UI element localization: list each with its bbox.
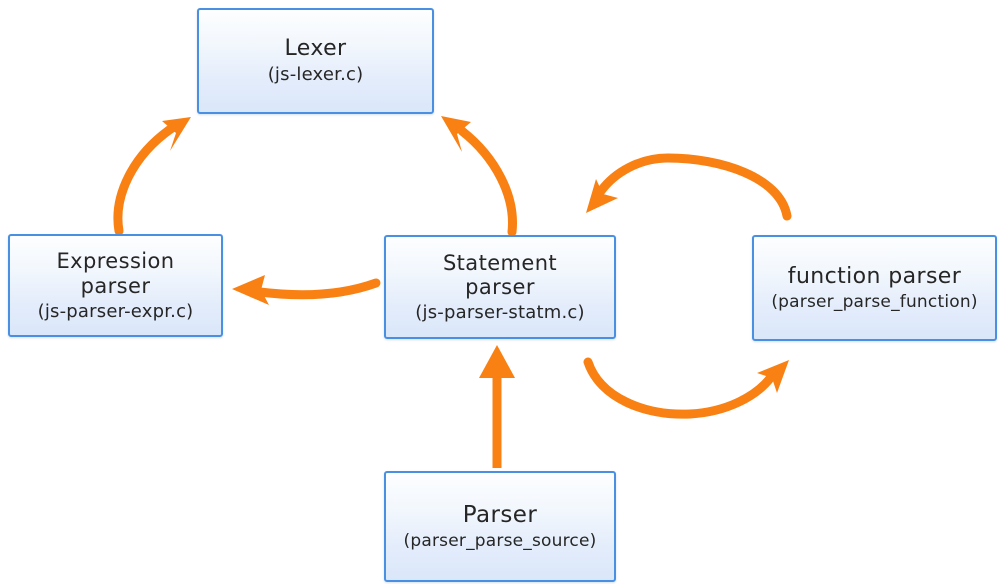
edge-parser-to-statement	[479, 345, 515, 468]
node-parser-subtitle: (parser_parse_source)	[403, 531, 597, 552]
node-parser-title: Parser	[462, 501, 538, 528]
node-expression-parser-subtitle: (js-parser-expr.c)	[37, 300, 194, 322]
arrowhead-icon	[479, 345, 515, 378]
node-statement-parser-title: Statement parser	[442, 250, 558, 300]
edge-statement-to-lexer	[441, 116, 517, 237]
arrowhead-icon	[586, 179, 618, 213]
arrowhead-icon	[441, 116, 471, 152]
node-statement-parser-subtitle: (js-parser-statm.c)	[415, 302, 585, 324]
node-function-parser-subtitle: (parser_parse_function)	[771, 291, 978, 312]
node-function-parser-title: function parser	[787, 264, 962, 289]
node-statement-parser[interactable]: Statement parser (js-parser-statm.c)	[384, 235, 616, 339]
edge-statement-to-expression	[232, 275, 381, 305]
arrowhead-icon	[757, 360, 789, 393]
node-lexer-subtitle: (js-lexer.c)	[267, 64, 364, 86]
node-expression-parser[interactable]: Expression parser (js-parser-expr.c)	[8, 234, 223, 337]
node-lexer[interactable]: Lexer (js-lexer.c)	[197, 8, 434, 114]
node-function-parser[interactable]: function parser (parser_parse_function)	[752, 235, 997, 341]
edge-expression-to-lexer	[113, 117, 191, 236]
arrowhead-icon	[162, 117, 191, 151]
edge-function-to-statement	[586, 153, 792, 221]
node-expression-parser-title: Expression parser	[56, 249, 175, 298]
arrowhead-icon	[232, 275, 269, 305]
node-parser[interactable]: Parser (parser_parse_source)	[384, 471, 616, 582]
edge-statement-to-function	[583, 357, 789, 419]
node-lexer-title: Lexer	[284, 36, 347, 62]
